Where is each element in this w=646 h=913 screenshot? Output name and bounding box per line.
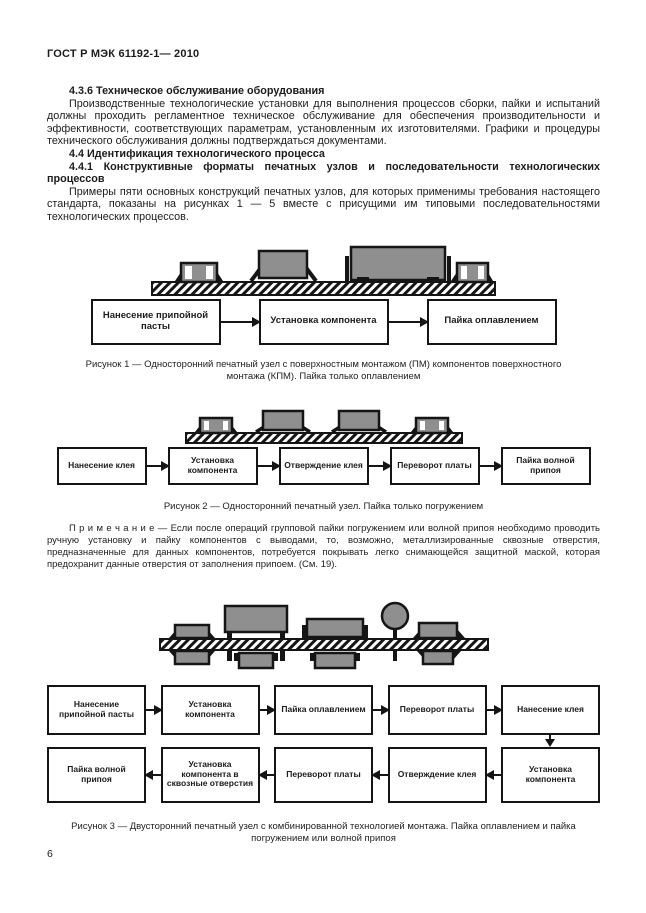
- arrow-left-icon: [371, 769, 388, 780]
- figure-3-caption: Рисунок 3 — Двусторонний печатный узел с…: [71, 820, 576, 844]
- flow-step-apply-adhesive: Нанесение клея: [501, 684, 600, 735]
- large-smd-component: [345, 245, 451, 282]
- arrow-right-icon: [259, 704, 276, 715]
- figure-2-caption: Рисунок 2 — Односторонний печатный узел.…: [163, 500, 484, 512]
- arrow-left-icon: [484, 769, 501, 780]
- flow-step-apply-adhesive: Нанесение клея: [56, 446, 147, 485]
- arrow-right-icon: [220, 316, 261, 327]
- figure-2-flowchart: Нанесение клея Установка компонента Отве…: [47, 446, 600, 485]
- chip-component: [194, 416, 237, 434]
- chip-component: [175, 261, 223, 283]
- gull-wing-component: [249, 249, 318, 282]
- page-number: 6: [47, 848, 53, 860]
- flow-step-flip-board: Переворот платы: [387, 684, 487, 735]
- figure-1-flowchart: Нанесение припойной пасты Установка комп…: [47, 298, 600, 345]
- arrow-right-icon: [388, 316, 429, 327]
- section-4-3-6-title: 4.3.6 Техническое обслуживание оборудова…: [69, 85, 325, 97]
- through-hole-dip-component: [223, 604, 288, 669]
- pcb-board: [184, 431, 463, 444]
- arrow-down-icon: [545, 734, 555, 747]
- gull-wing-component: [254, 409, 311, 434]
- pcb-board: [158, 637, 489, 651]
- section-4-4-title: 4.4 Идентификация технологического проце…: [69, 147, 325, 160]
- flow-step-place-component: Установка компонента: [258, 298, 389, 345]
- figure-3: Нанесение припойной пасты Установка комп…: [47, 599, 600, 845]
- flow-step-place-component: Установка компонента: [167, 446, 258, 485]
- flow-step-flip-board: Переворот платы: [389, 446, 480, 485]
- flow-step-insert-through-hole-component: Установка компонента в сквозные отверсти…: [160, 746, 260, 803]
- flow-step-cure-adhesive: Отверждение клея: [387, 746, 487, 803]
- chip-component: [451, 261, 493, 283]
- flow-step-cure-adhesive: Отверждение клея: [278, 446, 369, 485]
- section-4-3-6-body: Производственные технологические установ…: [47, 97, 600, 148]
- arrow-right-icon: [146, 704, 162, 715]
- flow-step-flip-board: Переворот платы: [274, 746, 373, 803]
- figure-1-caption: Рисунок 1 — Односторонний печатный узел …: [85, 358, 562, 382]
- arrow-left-icon: [257, 769, 274, 780]
- figure-2: Нанесение клея Установка компонента Отве…: [47, 399, 600, 513]
- arrow-right-icon: [373, 704, 389, 715]
- flow-connector: [47, 734, 600, 747]
- section-4-4-1-title: 4.4.1 Конструктивные форматы печатных уз…: [47, 160, 600, 186]
- flow-step-apply-solder-paste: Нанесение припойной пасты: [47, 684, 146, 735]
- arrow-right-icon: [368, 460, 392, 471]
- figure-3-pcb-illustration: [158, 601, 489, 669]
- flow-step-wave-soldering: Пайка волной припоя: [500, 446, 591, 485]
- section-4-4-1-body: Примеры пяти основных конструкций печатн…: [47, 185, 600, 223]
- smd-component-pair: [301, 617, 368, 669]
- arrow-right-icon: [146, 460, 170, 471]
- flow-step-place-component: Установка компонента: [160, 684, 260, 735]
- arrow-right-icon: [486, 704, 503, 715]
- figure-3-flowchart-row-1: Нанесение припойной пасты Установка комп…: [47, 684, 600, 735]
- arrow-right-icon: [479, 460, 503, 471]
- figure-1: Нанесение припойной пасты Установка комп…: [47, 240, 600, 383]
- arrow-left-icon: [144, 769, 161, 780]
- figure-2-pcb-illustration: [184, 409, 463, 444]
- radial-through-hole-component: [380, 601, 409, 661]
- figure-1-pcb-illustration: [151, 245, 496, 296]
- flow-step-place-component: Установка компонента: [501, 746, 600, 803]
- note-paragraph: П р и м е ч а н и е — Если после операци…: [47, 522, 600, 570]
- document-header: ГОСТ Р МЭК 61192-1— 2010: [47, 48, 200, 60]
- arrow-right-icon: [257, 460, 281, 471]
- pcb-board: [151, 280, 496, 296]
- figure-3-flowchart-row-2: Пайка волной припоя Установка компонента…: [47, 746, 600, 803]
- flow-step-wave-soldering: Пайка волной припоя: [47, 746, 146, 803]
- gull-wing-component: [330, 409, 387, 434]
- flow-step-reflow-soldering: Пайка оплавлением: [426, 298, 557, 345]
- chip-component: [410, 416, 453, 434]
- flow-step-apply-solder-paste: Нанесение припойной пасты: [90, 298, 221, 345]
- flow-step-reflow-soldering: Пайка оплавлением: [274, 684, 373, 735]
